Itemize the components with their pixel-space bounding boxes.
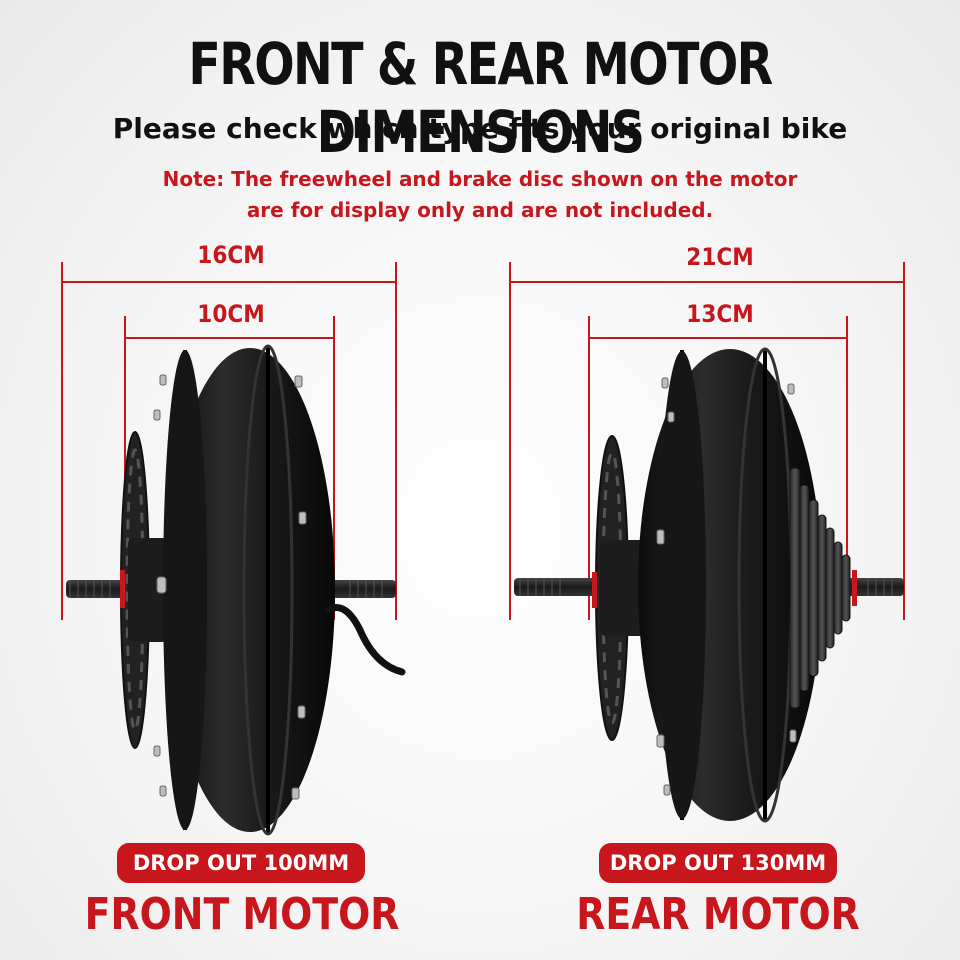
rear-outer-dimension: 21CM	[686, 243, 754, 271]
front-motor	[66, 344, 406, 836]
front-dimension-lines	[61, 262, 397, 620]
front-inner-dimension: 10CM	[197, 300, 265, 328]
rear-dropout-badge: DROP OUT 130MM	[599, 843, 837, 883]
front-dropout-badge: DROP OUT 100MM	[117, 843, 365, 883]
page-title: FRONT & REAR MOTOR DIMENSIONS	[188, 30, 773, 166]
note-line-2: are for display only and are not include…	[246, 198, 714, 222]
rear-motor-label: REAR MOTOR	[576, 889, 860, 940]
front-motor-label: FRONT MOTOR	[84, 889, 400, 940]
page-subtitle: Please check which type fits your origin…	[112, 112, 848, 145]
rear-motor	[514, 347, 904, 823]
front-outer-dimension: 16CM	[197, 241, 265, 269]
disclaimer-note: Note: The freewheel and brake disc shown…	[0, 164, 960, 226]
rear-inner-dimension: 13CM	[686, 300, 754, 328]
note-line-1: Note: The freewheel and brake disc shown…	[162, 167, 798, 191]
